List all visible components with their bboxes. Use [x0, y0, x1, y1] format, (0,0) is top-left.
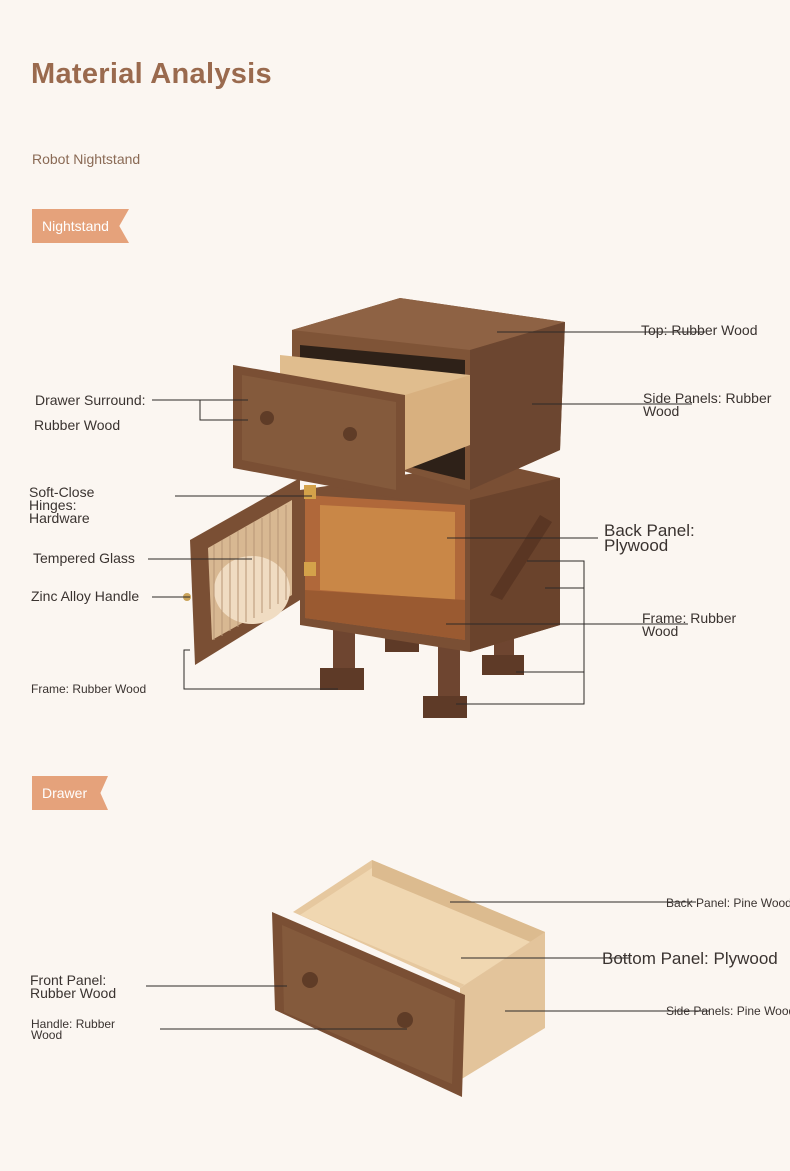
label-drawer-bottom-panel: Bottom Panel: Plywood [602, 949, 778, 968]
section-tag-nightstand: Nightstand [32, 209, 129, 243]
label-hinges: Soft-Close Hinges: Hardware [29, 484, 95, 526]
label-frame-left: Frame: Rubber Wood [31, 682, 147, 696]
label-drawer-surround-1: Drawer Surround: [35, 392, 146, 408]
section-tag-drawer: Drawer [32, 776, 108, 810]
label-zinc-handle: Zinc Alloy Handle [31, 588, 140, 604]
label-drawer-surround-2: Rubber Wood [34, 417, 121, 433]
label-drawer-side-panels: Side Panels: Pine Wood [666, 1004, 790, 1018]
label-tempered-glass: Tempered Glass [33, 550, 135, 566]
page-title: Material Analysis [31, 58, 272, 90]
label-side-panels: Side Panels: Rubber Wood [643, 390, 772, 419]
label-back-panel: Back Panel: Plywood [604, 521, 695, 555]
label-frame-right: Frame: Rubber Wood [642, 610, 737, 639]
label-drawer-handle: Handle: Rubber Wood [31, 1017, 116, 1042]
product-subtitle: Robot Nightstand [32, 151, 141, 167]
label-drawer-back-panel: Back Panel: Pine Wood [666, 896, 790, 910]
label-top: Top: Rubber Wood [641, 322, 758, 338]
label-drawer-front-panel: Front Panel: Rubber Wood [30, 972, 117, 1001]
